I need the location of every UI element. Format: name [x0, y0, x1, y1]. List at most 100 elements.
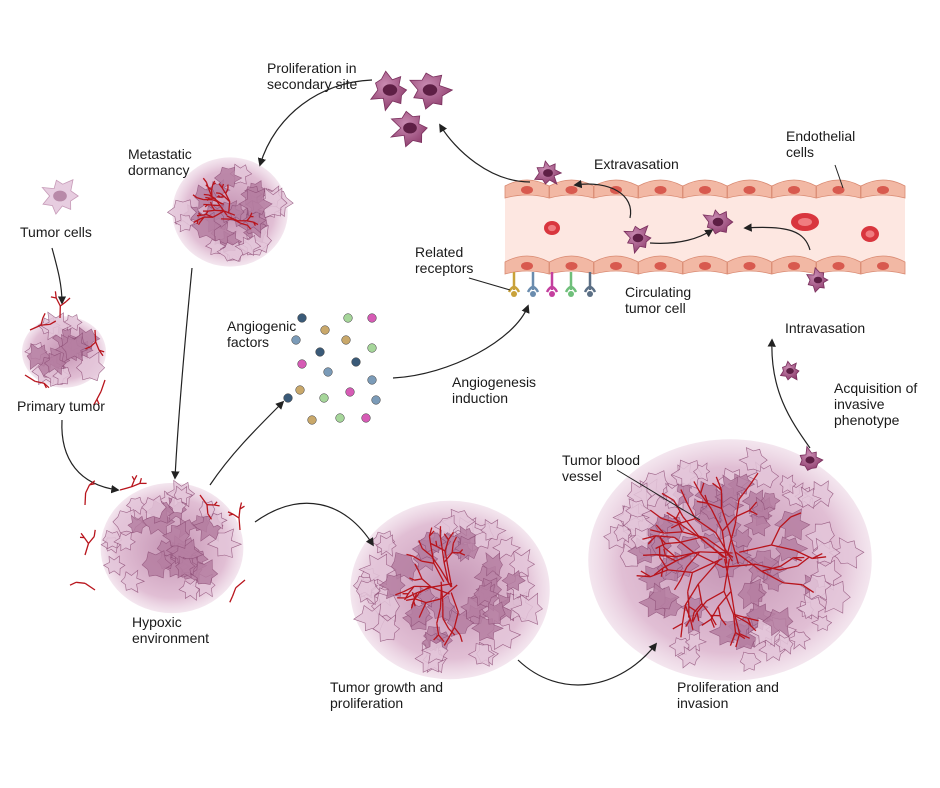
label-line: phenotype: [834, 412, 900, 428]
tumor-cell-free: [41, 179, 79, 215]
vessel-branch: [697, 558, 721, 585]
vessel-branch: [715, 476, 723, 491]
vessel-branch: [739, 633, 750, 639]
label-line: Hypoxic: [132, 614, 182, 630]
vessel-branch: [219, 205, 228, 216]
angiogenic-factor-dot: [297, 359, 307, 369]
vessel-branch: [414, 563, 419, 571]
vessel-branch: [770, 526, 781, 546]
label-tumor-growth: Tumor growth and proliferation: [330, 679, 443, 711]
vessel-branch: [696, 500, 708, 504]
vessel-branch: [207, 203, 213, 206]
vessel-branch: [204, 204, 208, 208]
endothelial-cell: [771, 179, 817, 199]
vessel-branch: [701, 618, 712, 626]
red-blood-cell: [544, 221, 560, 235]
vessel-branch: [792, 557, 802, 562]
vessel-branch: [675, 518, 683, 533]
vessel-sprout: [42, 313, 46, 319]
related-receptors: [507, 272, 597, 297]
vessel-branch: [649, 509, 662, 519]
vessel-branch: [453, 612, 459, 628]
vessel-branch: [655, 524, 665, 534]
vessel-branch: [207, 186, 212, 191]
vessel-branch: [192, 194, 198, 199]
vessel-branch: [436, 545, 446, 552]
label-related-receptors: Related receptors: [415, 244, 473, 276]
vessel-sprout: [83, 537, 90, 544]
vessel-branch: [403, 585, 415, 593]
vessel-sprout: [40, 323, 50, 326]
vessel-branch: [706, 590, 725, 602]
label-tumor-blood-vessel: Tumor blood vessel: [562, 452, 640, 484]
vessel-sprout: [139, 478, 143, 484]
vessel-sprout: [85, 346, 91, 350]
vessel-branch: [459, 634, 463, 642]
vessel-branch: [663, 546, 676, 558]
vessel-branch: [710, 606, 719, 620]
intravasating-cell: [806, 266, 829, 293]
red-blood-cell: [861, 226, 879, 242]
vessel-branch: [653, 567, 664, 576]
vessel-branch: [801, 584, 815, 593]
label-line: proliferation: [330, 695, 404, 711]
vessel-branch: [684, 604, 692, 620]
vessel-sprout: [239, 505, 245, 510]
vessel-sprout: [228, 513, 234, 517]
vessel-branch: [405, 592, 417, 599]
vessel-branch: [666, 511, 677, 519]
vessel-branch: [410, 601, 415, 609]
vessel-branch: [226, 215, 239, 222]
endothelial-cell: [504, 179, 550, 199]
vessel-branch: [720, 617, 727, 626]
vessel-branch: [448, 627, 455, 639]
vessel-branch: [246, 216, 251, 222]
vessel-sprout: [50, 296, 57, 299]
vessel-branch: [689, 618, 694, 631]
endothelial-cells-bottom: [504, 255, 906, 275]
vessel-branch: [700, 493, 712, 510]
vessel-branch: [661, 517, 680, 525]
vessel-branch: [443, 552, 453, 563]
vessel-branch: [640, 570, 651, 578]
vessel-branch: [220, 196, 225, 198]
endothelial-cell: [816, 255, 861, 275]
label-line: dormancy: [128, 162, 190, 178]
vessel-branch: [721, 508, 731, 533]
vessel-branch: [430, 547, 435, 564]
angiogenic-factor-dot: [315, 347, 325, 357]
vessel-branch: [418, 610, 423, 618]
angiogenic-factor-dot: [307, 415, 317, 425]
vessel-branch: [428, 527, 433, 537]
vessel-branch: [440, 584, 458, 600]
endothelial-cells-top: [504, 179, 906, 199]
label-line: Proliferation and: [677, 679, 779, 695]
vessel-branch: [691, 612, 695, 622]
vessel-branch: [421, 578, 432, 588]
vessel-branch: [443, 637, 450, 646]
label-line: Angiogenesis: [452, 374, 537, 390]
endothelial-cell: [860, 179, 906, 199]
vessel-sprout: [49, 320, 57, 325]
vessel-sprout: [131, 475, 135, 481]
vessel-branch: [680, 623, 684, 638]
vessel-sprout: [238, 509, 241, 519]
vessel-sprout: [96, 399, 100, 405]
vessel-branch: [442, 618, 450, 630]
label-angiogenic-factors: Angiogenic factors: [227, 318, 296, 350]
arrow-hypoxic-to-growth: [254, 502, 374, 547]
vessel-branch: [656, 554, 666, 557]
endothelial-cell: [593, 179, 639, 199]
vessel-branch: [696, 612, 700, 622]
primary-tumor-mass: [22, 311, 106, 388]
vessel-branch: [437, 634, 445, 643]
vessel-branch: [414, 598, 427, 604]
vessel-branch: [679, 566, 688, 581]
arrow-circulating-loop: [649, 229, 714, 244]
vessel-branch: [450, 592, 459, 613]
label-line: Acquisition of: [834, 380, 918, 396]
label-hypoxic-environment: Hypoxic environment: [132, 614, 209, 646]
vessel-sprout: [43, 382, 47, 389]
label-proliferation-invasion: Proliferation and invasion: [677, 679, 779, 711]
vessel-branch: [407, 585, 415, 595]
